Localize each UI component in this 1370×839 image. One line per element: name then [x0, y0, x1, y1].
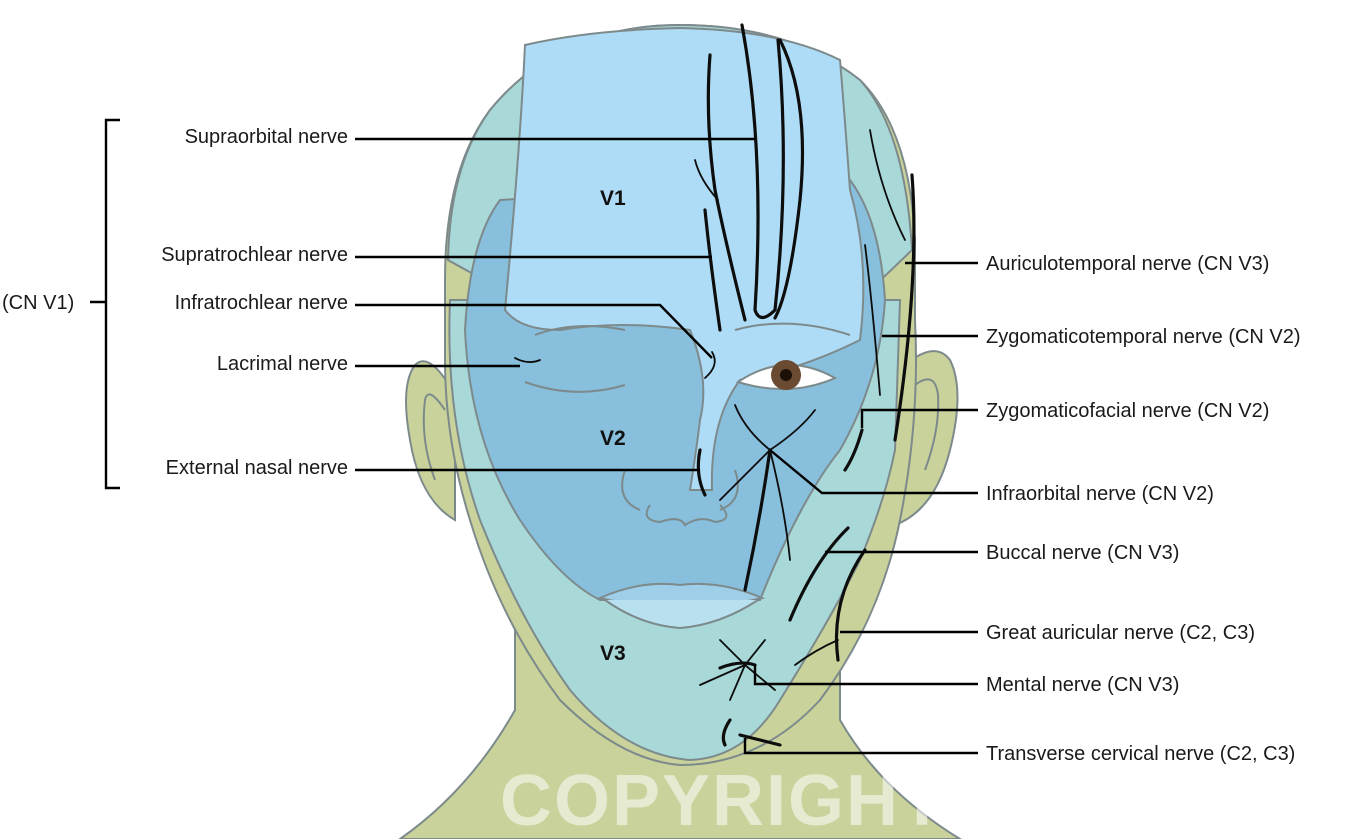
infraorbital-nerve-up — [734, 404, 771, 451]
leader-infratrochlear — [355, 303, 713, 359]
leader-mental — [753, 665, 978, 686]
left-closed-eye — [524, 381, 626, 393]
lower-lip — [604, 599, 759, 630]
label-lacrimal-nerve: Lacrimal nerve — [217, 353, 348, 375]
infratrochlear-nerve-end — [704, 351, 716, 379]
right-pupil — [780, 369, 792, 381]
zygomaticotemporal-nerve-path — [864, 244, 881, 396]
infraorbital-nerve-down — [769, 449, 791, 561]
auriculotemporal-nerve-path — [893, 173, 916, 442]
supraorbital-nerve-branch — [773, 38, 805, 320]
label-mental-nerve: Mental nerve (CN V3) — [986, 674, 1179, 696]
nose-right-wing — [719, 469, 739, 511]
leader-infraorbital — [769, 449, 978, 495]
cn-v1-bracket — [90, 118, 120, 490]
zone-label-v3: V3 — [600, 642, 626, 665]
left-ear-inner — [422, 393, 446, 481]
zone-label-v2: V2 — [600, 427, 626, 450]
label-auriculotemporal-nerve: Auriculotemporal nerve (CN V3) — [986, 253, 1269, 275]
label-external-nasal-nerve: External nasal nerve — [166, 457, 348, 479]
cn-v1-group-label: (CN V1) — [2, 292, 74, 314]
zone-label-v1: V1 — [600, 187, 626, 210]
zygomaticofacial-nerve-path — [843, 428, 864, 472]
infratrochlear-nerve-path — [703, 208, 722, 332]
label-zygomaticofacial-nerve: Zygomaticofacial nerve (CN V2) — [986, 400, 1269, 422]
supraorbital-nerve-path — [740, 23, 785, 320]
leader-zygomaticofacial — [860, 408, 978, 428]
right-eyebrow — [734, 322, 851, 336]
transverse-cervical-nerve-path — [721, 718, 782, 747]
label-great-auricular-nerve: Great auricular nerve (C2, C3) — [986, 622, 1255, 644]
nose-left-wing — [621, 469, 641, 511]
supratrochlear-nerve-twig — [694, 159, 719, 201]
infraorbital-nerve-main — [743, 448, 772, 592]
label-supraorbital-nerve: Supraorbital nerve — [185, 126, 348, 148]
infraorbital-nerve-left — [719, 449, 771, 501]
label-infraorbital-nerve: Infraorbital nerve (CN V2) — [986, 483, 1214, 505]
external-nasal-nerve-path — [696, 448, 707, 497]
label-infratrochlear-nerve: Infratrochlear nerve — [175, 292, 348, 314]
nose — [645, 504, 728, 527]
label-buccal-nerve: Buccal nerve (CN V3) — [986, 542, 1179, 564]
label-transverse-cervical-nerve: Transverse cervical nerve (C2, C3) — [986, 743, 1295, 765]
copyright-watermark: COPYRIGHT — [500, 761, 946, 839]
mental-nerve-rays — [699, 639, 776, 701]
great-auricular-nerve-branch — [794, 639, 839, 666]
v1-region — [503, 26, 865, 491]
great-auricular-nerve-path — [834, 548, 867, 662]
infraorbital-nerve-right — [769, 409, 816, 451]
right-ear-inner — [914, 378, 940, 471]
lacrimal-nerve-path — [514, 357, 541, 363]
mental-nerve-center — [718, 661, 757, 670]
label-supratrochlear-nerve: Supratrochlear nerve — [161, 244, 348, 266]
left-eyebrow — [534, 325, 626, 336]
supratrochlear-nerve-path — [706, 53, 747, 322]
label-zygomaticotemporal-nerve: Zygomaticotemporal nerve (CN V2) — [986, 326, 1301, 348]
nerve-branches — [514, 23, 916, 747]
leader-transverse-cervical — [743, 738, 978, 755]
auriculotemporal-nerve-branch — [869, 129, 906, 241]
left-ear — [405, 360, 456, 522]
buccal-nerve-path — [788, 526, 850, 622]
